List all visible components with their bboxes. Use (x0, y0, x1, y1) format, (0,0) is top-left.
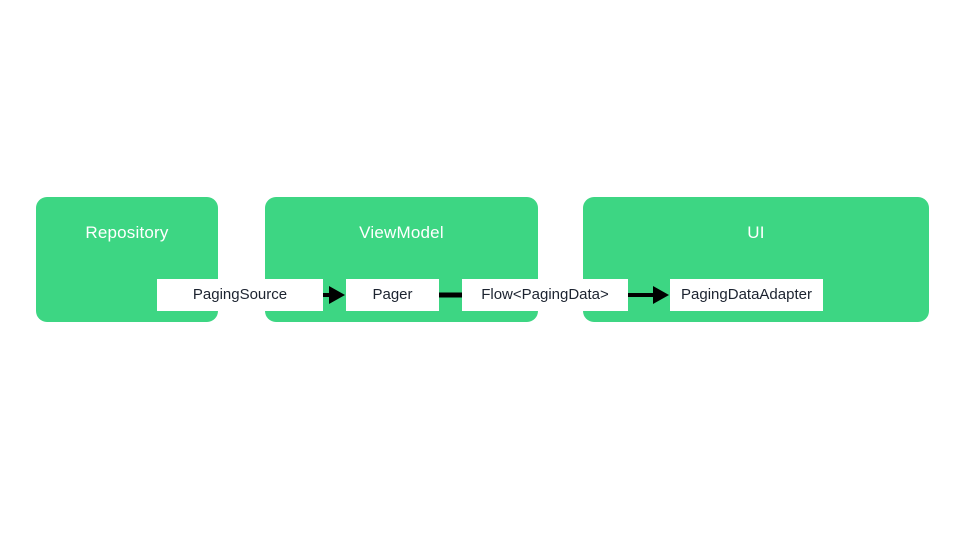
edge-paging-source-to-pager (323, 279, 346, 311)
group-repository-title: Repository (85, 223, 169, 242)
group-ui-title: UI (747, 223, 765, 242)
edge-pager-to-flow (439, 279, 462, 311)
node-paging-data-adapter: PagingDataAdapter (670, 279, 823, 311)
group-repository: Repository (36, 197, 218, 322)
node-pager: Pager (346, 279, 439, 311)
edge-flow-to-paging-data-adapter (628, 279, 670, 311)
group-viewmodel-title: ViewModel (359, 223, 444, 242)
node-paging-source: PagingSource (157, 279, 323, 311)
node-flow-paging-data: Flow<PagingData> (462, 279, 628, 311)
